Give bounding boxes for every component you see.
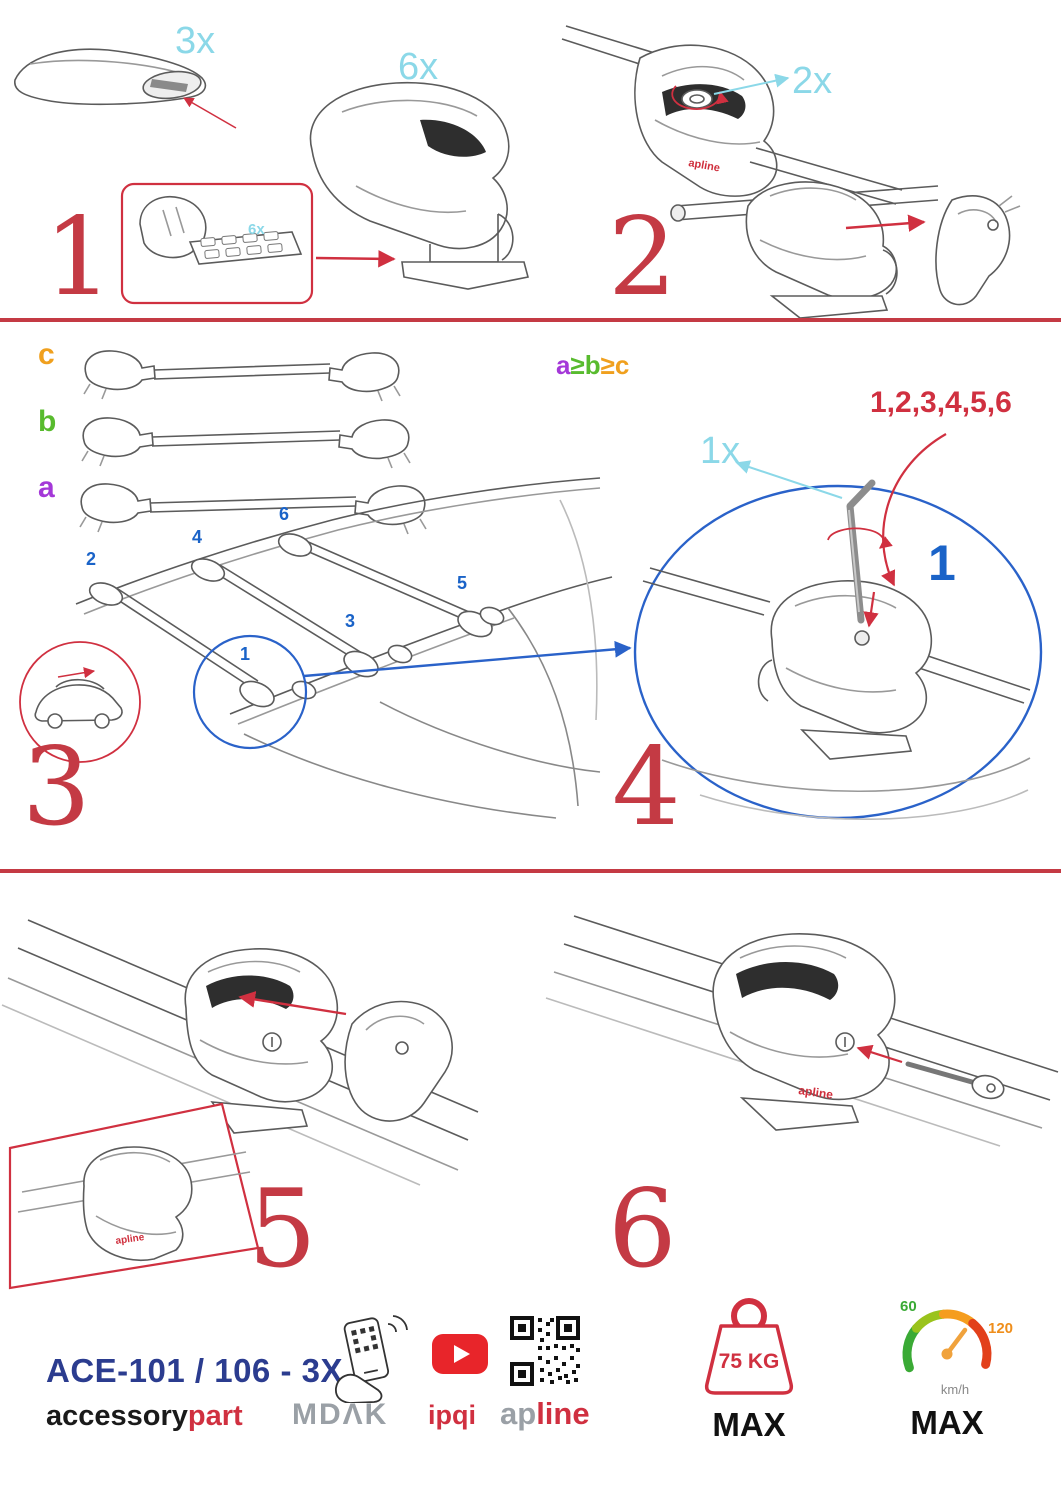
rule-gte2: ≥ bbox=[600, 350, 615, 380]
key-quantity-label: 2x bbox=[792, 60, 833, 102]
crossbar-c-drawing bbox=[83, 350, 401, 402]
step5-inset: apline bbox=[8, 1102, 260, 1290]
position-1-label: 1 bbox=[240, 644, 251, 664]
step6-number: 6 bbox=[608, 1167, 677, 1292]
zoom-connector-arrow bbox=[303, 640, 632, 678]
foot-brand-text: apline bbox=[115, 1232, 146, 1247]
bottom-band-illustration: apline apline bbox=[1, 915, 1059, 1290]
foot-with-key-drawing: apline bbox=[561, 25, 903, 205]
rule-a: a bbox=[556, 350, 571, 380]
pad-holes bbox=[200, 231, 283, 259]
step1-illustration bbox=[14, 48, 529, 305]
car-roof-drawing bbox=[75, 477, 632, 819]
section-divider-1 bbox=[0, 318, 1061, 322]
tightening-sequence-label: 1,2,3,4,5,6 bbox=[870, 386, 1012, 419]
tool-callout-line bbox=[735, 460, 843, 499]
apline-logo-red: line bbox=[536, 1396, 590, 1431]
position-6-label: 6 bbox=[279, 504, 290, 524]
foot-brand-text: apline bbox=[798, 1083, 835, 1102]
speed-low-label: 60 bbox=[900, 1298, 917, 1315]
pad-quantity-label: 6x bbox=[248, 221, 265, 238]
step4-number: 4 bbox=[612, 725, 681, 850]
bar-label-c: c bbox=[38, 338, 55, 371]
key-drawing bbox=[905, 1061, 1005, 1100]
step3-illustration bbox=[19, 350, 632, 819]
step6-illustration: apline bbox=[545, 915, 1059, 1147]
ipqi-logo: ipqi bbox=[428, 1400, 476, 1430]
mdak-logo: MDΛK bbox=[292, 1398, 389, 1431]
speed-unit-label: km/h bbox=[940, 1382, 970, 1397]
first-position-label: 1 bbox=[928, 535, 956, 591]
foot-slide-on-drawing bbox=[670, 181, 1021, 318]
position-3-label: 3 bbox=[345, 611, 356, 631]
car-inset-drawing bbox=[19, 641, 141, 763]
middle-band-illustration bbox=[19, 350, 1043, 821]
apline-logo-gray: ap bbox=[500, 1396, 537, 1431]
accessorypart-logo-red: part bbox=[187, 1400, 243, 1432]
scan-phone-icon bbox=[335, 1315, 408, 1403]
step2-illustration: apline bbox=[561, 25, 1021, 318]
qr-code bbox=[508, 1314, 582, 1388]
step3-number: 3 bbox=[22, 725, 91, 850]
foot-drawing bbox=[309, 81, 529, 290]
pad-detail-box bbox=[120, 182, 396, 305]
bar-label-b: b bbox=[38, 405, 57, 438]
accessorypart-logo-black: accessory bbox=[46, 1400, 188, 1432]
step5-number: 5 bbox=[248, 1167, 317, 1292]
rule-gte1: ≥ bbox=[570, 350, 585, 380]
step4-illustration bbox=[633, 433, 1043, 821]
position-4-label: 4 bbox=[192, 527, 203, 547]
position1-highlight-circle bbox=[192, 634, 308, 750]
max-weight-value: 75 KG bbox=[719, 1350, 780, 1373]
apline-logo: apline bbox=[500, 1396, 590, 1432]
foot-quantity-label: 6x bbox=[398, 46, 439, 88]
position-2-label: 2 bbox=[86, 549, 97, 569]
crossbar-a-drawing bbox=[79, 483, 427, 535]
position-5-label: 5 bbox=[457, 573, 468, 593]
max-speed-label: MAX bbox=[910, 1404, 984, 1441]
rule-c: c bbox=[614, 350, 630, 380]
speed-high-label: 120 bbox=[988, 1320, 1014, 1337]
size-rule: a≥b≥c bbox=[556, 352, 629, 378]
section-divider-2 bbox=[0, 869, 1061, 873]
crossbar-b-drawing bbox=[81, 417, 411, 469]
step1-number: 1 bbox=[44, 195, 113, 320]
tool-quantity-label: 1x bbox=[700, 430, 741, 472]
top-band-illustration: apline bbox=[14, 25, 1021, 318]
allen-key-drawing bbox=[846, 479, 876, 624]
rule-b: b bbox=[584, 350, 601, 380]
bar-quantity-label: 3x bbox=[175, 20, 216, 62]
step2-number: 2 bbox=[608, 195, 677, 320]
speedometer-icon bbox=[902, 1309, 992, 1373]
cover-piece-drawing bbox=[344, 1000, 453, 1122]
sequence-arrow bbox=[881, 433, 947, 587]
youtube-icon bbox=[432, 1334, 488, 1374]
foot-brand-text: apline bbox=[687, 157, 720, 174]
bar-label-a: a bbox=[38, 471, 55, 504]
roof-bar-drawing bbox=[14, 48, 237, 129]
accessorypart-logo: accessorypart bbox=[46, 1400, 243, 1433]
max-weight-label: MAX bbox=[712, 1406, 786, 1443]
step5-illustration: apline bbox=[1, 919, 479, 1290]
product-model-label: ACE-101 / 106 - 3X bbox=[46, 1352, 343, 1389]
max-weight-icon: 75 KG bbox=[704, 1298, 794, 1395]
